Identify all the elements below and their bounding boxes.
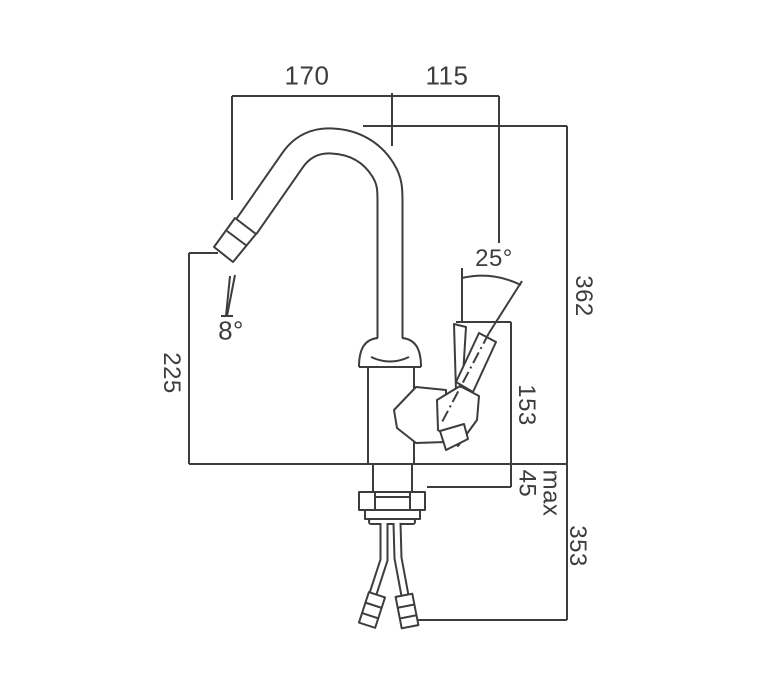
dim-label-handle-reach: 115 xyxy=(425,60,469,91)
deck-max-value: 45 xyxy=(513,469,540,498)
dimension-lines xyxy=(188,93,568,621)
hose-fitting-left xyxy=(357,591,387,629)
dim-label-deck-thickness: max 45 xyxy=(513,469,565,517)
faucet-outline xyxy=(213,127,497,630)
dim-label-lever-height: 153 xyxy=(513,384,541,426)
dim-label-lever-angle: 25° xyxy=(475,244,513,272)
spray-angle-indicator xyxy=(221,274,236,317)
spout-nozzle xyxy=(213,217,257,263)
dim-label-outlet-height: 225 xyxy=(158,352,186,394)
mounting-nut xyxy=(358,491,426,511)
nut-step-upper xyxy=(364,509,421,520)
dim-label-spout-reach: 170 xyxy=(284,60,330,91)
handle-lever xyxy=(393,323,497,451)
nut-step-lower xyxy=(368,518,416,525)
base-collar xyxy=(358,337,422,368)
dim-label-below-deck-length: 353 xyxy=(564,525,592,567)
dim-label-outlet-angle: 8° xyxy=(218,315,244,346)
threaded-shank xyxy=(372,463,413,493)
dim-label-overall-height: 362 xyxy=(570,275,598,317)
deck-max-word: max xyxy=(537,469,565,517)
spout-tube xyxy=(234,127,404,341)
supply-hoses xyxy=(365,522,411,605)
hose-fitting-right xyxy=(394,592,420,630)
